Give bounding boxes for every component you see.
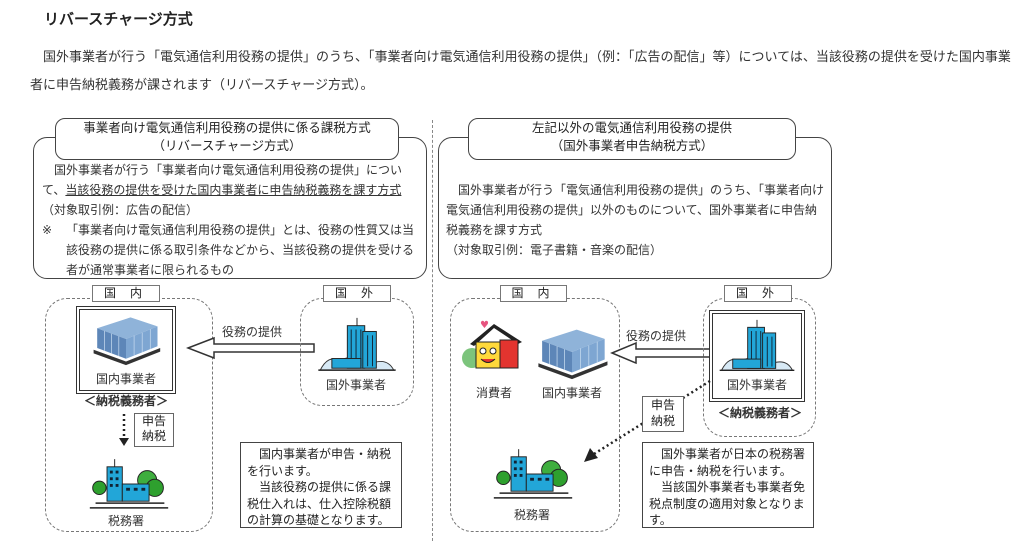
note-mark: ※ (42, 223, 53, 237)
explanation-box: 国外事業者が日本の税務署に申告・納税を行います。 当該国外事業者も事業者免税点制… (642, 442, 814, 528)
section-heading: リバースチャージ方式 (44, 10, 193, 28)
tax-office-icon (490, 445, 576, 503)
service-arrow-icon (186, 336, 315, 360)
domestic-label: 国内 (92, 285, 160, 302)
svg-text:♥: ♥ (480, 320, 489, 331)
filing-line1: 申告 (650, 398, 675, 412)
method-subtitle: （リバースチャージ方式） (152, 138, 302, 153)
domestic-business-label: 国内事業者 (95, 372, 156, 386)
description-example: （対象取引例：電子書籍・音楽の配信） (446, 243, 663, 257)
explanation-1: 国内事業者が申告・納税を行います。 (247, 447, 392, 478)
consumer-house-icon: ♥ (462, 320, 522, 369)
description-underlined: 当該役務の提供を受けた国内事業者に申告納税義務を課す方式 (65, 183, 402, 197)
method-description: 国外事業者が行う「事業者向け電気通信利用役務の提供」について、当該役務の提供を受… (42, 160, 420, 220)
method-subtitle: （国外事業者申告納税方式） (550, 138, 714, 153)
foreign-business-label: 国外事業者 (325, 378, 386, 392)
explanation-box: 国内事業者が申告・納税を行います。 当該役務の提供に係る課税仕入れは、仕入控除税… (240, 442, 402, 528)
dotted-arrow-diagonal-icon (584, 379, 711, 462)
filing-label: 申告 納税 (134, 413, 174, 447)
foreign-business-box: 国外事業者 (709, 310, 805, 402)
foreign-building-icon (719, 318, 795, 374)
intro-paragraph: 国外事業者が行う「電気通信利用役務の提供」のうち、「事業者向け電気通信利用役務の… (30, 50, 1011, 93)
method-description: 国外事業者が行う「電気通信利用役務の提供」のうち、「事業者向け電気通信利用役務の… (446, 183, 825, 237)
consumer-label: 消費者 (475, 386, 512, 400)
explanation-2: 当該役務の提供に係る課税仕入れは、仕入控除税額の計算の基礎となります。 (247, 480, 392, 527)
filing-line2: 納税 (141, 429, 166, 443)
foreign-building-icon (318, 316, 396, 374)
foreign-label: 国外 (323, 285, 391, 302)
description-example: （対象取引例：広告の配信） (42, 203, 199, 217)
tax-office-icon (86, 455, 172, 513)
tax-office-label: 税務署 (107, 514, 144, 528)
explanation-2: 当該国外事業者も事業者免税点制度の適用対象となります。 (649, 480, 806, 527)
domestic-business-box: 国内事業者 (76, 306, 176, 394)
method-title: 左記以外の電気通信利用役務の提供 (531, 120, 732, 135)
filing-line1: 申告 (141, 414, 166, 428)
foreign-label: 国外 (724, 285, 792, 302)
note-text: 「事業者向け電気通信利用役務の提供」とは、役務の性質又は当該役務の提供に係る取引… (66, 223, 415, 277)
office-building-icon (90, 312, 162, 366)
tax-office-label: 税務署 (513, 508, 550, 522)
method-description-box (438, 137, 832, 279)
office-building-icon (534, 324, 610, 380)
foreign-business-label: 国外事業者 (726, 378, 787, 392)
method-title-box: 事業者向け電気通信利用役務の提供に係る課税方式 （リバースチャージ方式） (55, 118, 399, 160)
service-label: 役務の提供 (626, 329, 687, 343)
service-label: 役務の提供 (222, 325, 283, 339)
method-title: 事業者向け電気通信利用役務の提供に係る課税方式 (83, 120, 371, 135)
method-description-box (33, 137, 427, 279)
taxpayer-label: ＜納税義務者＞ (83, 394, 168, 408)
dotted-arrow-down-icon (119, 414, 129, 446)
description-text: 国外事業者が行う「事業者向け電気通信利用役務の提供」について、 (42, 163, 403, 197)
domestic-label: 国内 (500, 285, 567, 302)
filing-line2: 納税 (650, 414, 675, 428)
domestic-business-label: 国内事業者 (541, 386, 602, 400)
explanation-1: 国外事業者が日本の税務署に申告・納税を行います。 (649, 447, 806, 478)
taxpayer-label: ＜納税義務者＞ (717, 406, 802, 420)
method-title-box: 左記以外の電気通信利用役務の提供 （国外事業者申告納税方式） (468, 118, 796, 160)
panel-divider (432, 120, 433, 541)
filing-label: 申告 納税 (642, 396, 684, 432)
